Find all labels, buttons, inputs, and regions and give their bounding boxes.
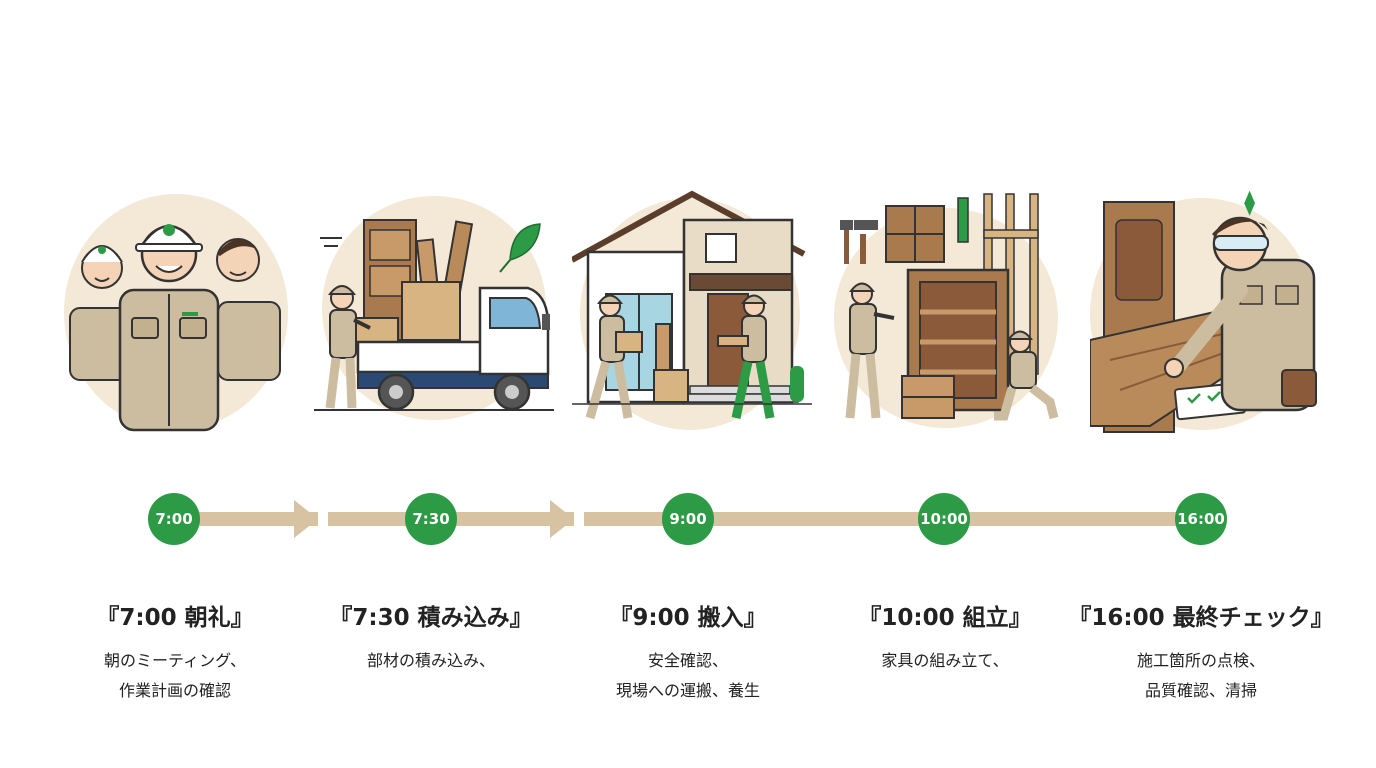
step-desc-line: 品質確認、清掃 bbox=[1144, 681, 1257, 700]
step-title-3: 『9:00 搬入』 bbox=[609, 605, 767, 631]
step-desc-2: 部材の積み込み、 bbox=[281, 646, 581, 676]
step-desc-4: 家具の組み立て、 bbox=[795, 646, 1095, 676]
time-badge-1: 7:00 bbox=[148, 493, 200, 545]
step-desc-line: 安全確認、 bbox=[647, 651, 728, 670]
step-title-5: 『16:00 最終チェック』 bbox=[1068, 605, 1334, 631]
step-desc-line: 施工箇所の点検、 bbox=[1136, 651, 1265, 670]
arrow-head-1 bbox=[294, 500, 318, 538]
step-desc-line: 家具の組み立て、 bbox=[881, 651, 1009, 670]
step-desc-5: 施工箇所の点検、 品質確認、清掃 bbox=[1051, 646, 1351, 706]
step-desc-line: 作業計画の確認 bbox=[118, 681, 231, 700]
time-badge-3: 9:00 bbox=[662, 493, 714, 545]
house-delivery-illustration bbox=[572, 190, 812, 440]
step-desc-3: 安全確認、 現場への運搬、養生 bbox=[538, 646, 838, 706]
morning-meeting-illustration bbox=[58, 190, 298, 440]
step-desc-line: 部材の積み込み、 bbox=[366, 651, 495, 670]
step-title-1: 『7:00 朝礼』 bbox=[96, 605, 254, 631]
truck-loading-illustration bbox=[314, 190, 554, 440]
time-badge-5: 16:00 bbox=[1175, 493, 1227, 545]
step-desc-1: 朝のミーティング、 作業計画の確認 bbox=[25, 646, 325, 706]
arrow-head-2 bbox=[550, 500, 574, 538]
time-badge-4: 10:00 bbox=[918, 493, 970, 545]
furniture-assembly-illustration bbox=[834, 190, 1074, 440]
time-badge-2: 7:30 bbox=[405, 493, 457, 545]
step-title-4: 『10:00 組立』 bbox=[858, 605, 1032, 631]
step-desc-line: 現場への運搬、養生 bbox=[615, 681, 760, 700]
step-desc-line: 朝のミーティング、 bbox=[104, 651, 246, 670]
step-title-2: 『7:30 積み込み』 bbox=[329, 605, 533, 631]
final-inspection-illustration bbox=[1090, 190, 1330, 440]
